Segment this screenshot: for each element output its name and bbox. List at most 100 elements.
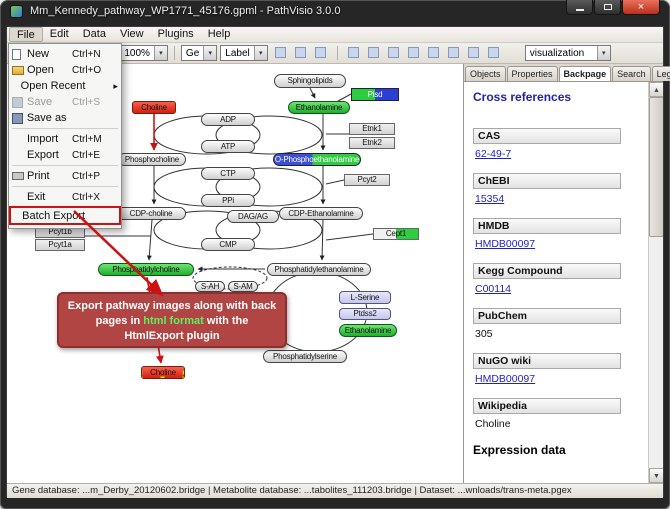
selection-handle[interactable] [142,376,143,378]
pathway-node-atp[interactable]: ATP [201,140,255,153]
pathway-node-cdp-ethanolamine[interactable]: CDP-Ethanolamine [279,207,363,220]
label-combo[interactable]: Label▾ [220,45,268,61]
selection-handle[interactable] [142,367,143,368]
save-file-icon [12,112,27,124]
align-center-y-button[interactable] [364,43,384,61]
pathway-node-ethanolamine[interactable]: Ethanolamine [339,324,397,337]
menubar-item-plugins[interactable]: Plugins [157,28,194,40]
new-file-icon [12,48,21,60]
menubar-item-file[interactable]: File [9,27,43,42]
selection-handle[interactable] [182,376,184,378]
node-label: Ethanolamine [295,103,343,112]
visualization-combo[interactable]: visualization ▾ [524,45,611,61]
shape-tool-icon [315,46,327,58]
align-top-button[interactable] [424,43,444,61]
selection-handle[interactable] [142,369,143,375]
pathway-node-phosphatidylethanolamine[interactable]: Phosphatidylethanolamine [267,263,371,276]
pathway-node-etnk1[interactable]: Etnk1 [349,123,395,135]
title-bar[interactable]: Mm_Kennedy_pathway_WP1771_45176.gpml - P… [0,0,670,26]
zoom-combo[interactable]: 100% ▾ [119,45,168,61]
maximize-icon [603,4,612,10]
menubar-item-help[interactable]: Help [207,28,231,40]
menubar-item-edit[interactable]: Edit [49,28,69,40]
pathway-node-ppi[interactable]: PPi [201,194,255,207]
tab-search[interactable]: Search [612,66,651,81]
stack-vertical-button[interactable] [464,43,484,61]
align-bottom-button[interactable] [444,43,464,61]
selection-handle[interactable] [160,376,165,378]
pathway-node-ethanolamine[interactable]: Ethanolamine [288,101,350,114]
pathway-node-s-ah[interactable]: S-AH [195,281,225,292]
pathway-node-phosphocholine[interactable]: Phosphocholine [118,153,186,166]
xref-id-link[interactable]: HMDB00097 [475,373,536,385]
arrow-tool-button[interactable] [291,43,311,61]
xref-source-name: NuGO wiki [473,353,621,369]
tab-objects[interactable]: Objects [465,66,506,81]
gene-product-combo[interactable]: Ge▾ [180,45,218,61]
file-menu-item-open-recent[interactable]: Open Recent▸ [9,78,121,94]
file-menu-item-save-as[interactable]: Save as [9,110,121,126]
xref-id-link[interactable]: C00114 [475,283,512,295]
pathway-node-etnk2[interactable]: Etnk2 [349,137,395,149]
menu-item-label: Export [27,149,59,161]
pathway-node-dag-ag[interactable]: DAG/AG [227,210,279,223]
pathway-node-pisd[interactable]: Pisd [351,88,399,101]
align-center-x-button[interactable] [344,43,364,61]
xref-id-link[interactable]: HMDB00097 [475,238,536,250]
menubar-item-view[interactable]: View [119,28,144,40]
scroll-up-icon[interactable]: ▲ [649,82,663,97]
align-left-button[interactable] [384,43,404,61]
chevron-down-icon: ▾ [596,46,610,60]
node-label: Choline [141,103,167,112]
shape-tool-button[interactable] [311,43,331,61]
scroll-down-icon[interactable]: ▼ [649,468,663,483]
pathway-node-phosphatidylserine[interactable]: Phosphatidylserine [263,350,347,363]
scrollbar-thumb[interactable] [649,97,663,237]
pathway-node-cept1[interactable]: Cept1 [373,228,419,240]
pathway-node-s-am[interactable]: S-AM [228,281,258,292]
pathway-node-cdp-choline[interactable]: CDP-choline [116,207,186,220]
pathway-node-o-phosphoethanolamine[interactable]: O-Phosphoethanolamine [273,153,361,166]
selection-handle[interactable] [182,369,184,375]
pathway-node-choline[interactable]: Choline [141,366,185,379]
minimize-button[interactable] [566,0,593,15]
node-label: Phosphatidylethanolamine [274,265,364,274]
tab-backpage[interactable]: Backpage [558,66,612,81]
pathway-node-adp[interactable]: ADP [201,113,255,126]
maximize-button[interactable] [594,0,621,15]
window-controls: × [566,0,660,15]
pathway-node-ptdss2[interactable]: Ptdss2 [339,308,391,320]
pathway-node-choline[interactable]: Choline [132,101,176,114]
file-menu-item-batch-export[interactable]: Batch Export [9,206,121,225]
pathway-node-l-serine[interactable]: L-Serine [339,291,391,304]
selection-handle[interactable] [160,367,165,368]
pathway-node-phosphatidylcholine[interactable]: Phosphatidylcholine [98,263,194,276]
xref-id-link[interactable]: 15354 [475,193,505,205]
menu-item-shortcut: Ctrl+S [72,96,101,108]
pathway-node-cmp[interactable]: CMP [201,238,255,251]
tab-legend[interactable]: Legend [651,66,670,81]
stack-horizontal-button[interactable] [484,43,504,61]
pathway-node-sphingolipids[interactable]: Sphingolipids [274,74,346,88]
xref-id-link[interactable]: 62-49-7 [475,148,512,160]
pathway-node-ctp[interactable]: CTP [201,167,255,180]
selection-handle[interactable] [182,367,184,368]
menubar-item-data[interactable]: Data [82,28,106,40]
pathway-node-pcyt1a[interactable]: Pcyt1a [35,239,85,251]
align-right-button[interactable] [404,43,424,61]
panel-scrollbar[interactable]: ▲ ▼ [648,82,663,483]
pathway-node-pcyt2[interactable]: Pcyt2 [344,174,390,186]
tab-properties[interactable]: Properties [506,66,558,81]
line-tool-button[interactable] [271,43,291,61]
close-button[interactable]: × [622,0,660,15]
